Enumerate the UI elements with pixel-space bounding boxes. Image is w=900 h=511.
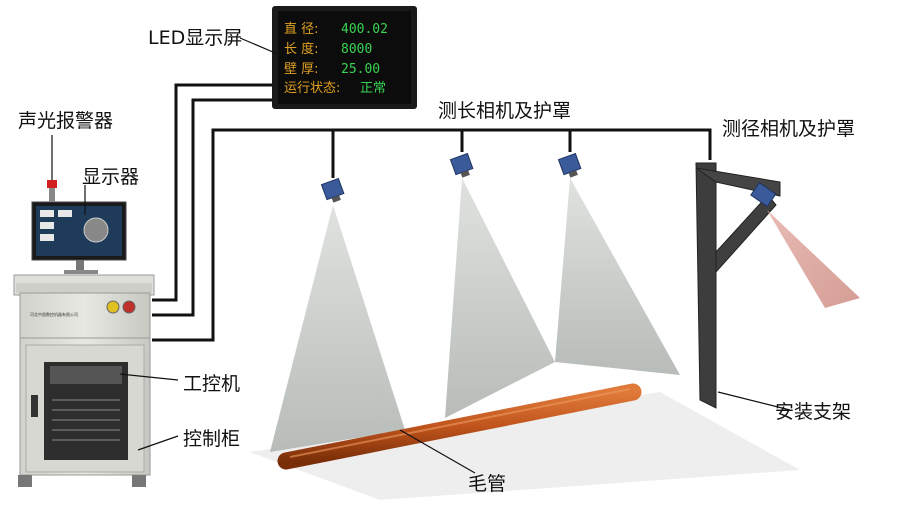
fan-icon	[83, 217, 109, 243]
led-row-length-value: 8000	[341, 42, 372, 57]
diameter-camera-icon	[750, 182, 777, 208]
label-tube: 毛管	[468, 473, 506, 495]
cabinet-manufacturer: 河北中昌数控机器有限公司	[30, 311, 78, 317]
camera-3-icon	[557, 152, 582, 178]
diameter-beam	[767, 210, 860, 308]
led-row-length-label: 长 度:	[284, 41, 319, 57]
control-cabinet: 河北中昌数控机器有限公司	[13, 274, 155, 487]
led-row-status-label: 运行状态:	[284, 81, 340, 96]
camera-beams	[270, 178, 680, 452]
label-ipc: 工控机	[183, 373, 240, 395]
label-monitor: 显示器	[82, 166, 139, 188]
alarm-light-icon	[47, 180, 57, 202]
start-button-icon	[106, 300, 120, 314]
beam-left	[270, 205, 405, 452]
led-row-diameter-value: 400.02	[341, 22, 388, 37]
stop-button-icon	[122, 300, 136, 314]
monitor	[31, 201, 127, 274]
led-row-status-value: 正常	[360, 81, 386, 96]
mounting-bracket	[695, 162, 860, 409]
leader-lines	[51, 37, 791, 474]
label-led-display: LED显示屏	[148, 27, 242, 49]
led-display: 直 径: 400.02 长 度: 8000 壁 厚: 25.00 运行状态: 正…	[272, 6, 417, 109]
camera-1-icon	[320, 177, 345, 203]
led-row-diameter-label: 直 径:	[284, 22, 319, 37]
tube	[277, 383, 642, 470]
led-row-thickness-value: 25.00	[341, 62, 380, 77]
label-cabinet: 控制柜	[183, 428, 240, 450]
label-alarm: 声光报警器	[18, 110, 113, 132]
label-diameter-camera: 测径相机及护罩	[722, 118, 855, 140]
camera-2-icon	[449, 152, 474, 178]
led-row-thickness-label: 壁 厚:	[284, 62, 319, 77]
label-mount: 安装支架	[775, 401, 851, 423]
label-length-camera: 测长相机及护罩	[438, 100, 571, 122]
length-cameras	[320, 152, 582, 203]
signal-cables	[152, 83, 712, 342]
beam-middle	[445, 178, 555, 418]
floor-shadow	[250, 392, 800, 500]
beam-right	[555, 178, 680, 375]
door-handle-icon	[31, 395, 38, 417]
